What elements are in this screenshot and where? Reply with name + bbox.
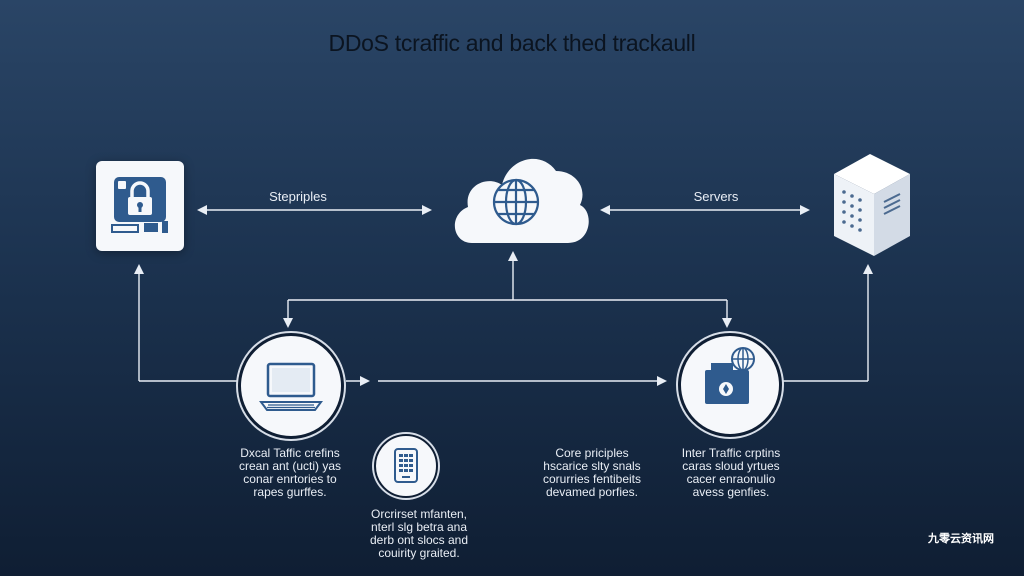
cloud-node bbox=[454, 158, 589, 243]
laptop-node bbox=[238, 333, 344, 439]
server-globe-node bbox=[678, 333, 782, 437]
diagram-title: DDoS tcraffic and back thed trackaull bbox=[328, 30, 696, 56]
label-left-arrow: Stepriples bbox=[269, 189, 327, 204]
mobile-node bbox=[374, 434, 438, 498]
cloud-globe-icon bbox=[492, 178, 540, 226]
text-local-traffic: Dxcal Taffic crefins crean ant (ucti) ya… bbox=[238, 446, 342, 499]
server-icon bbox=[842, 190, 862, 232]
text-inter-traffic: Inter Traffic crptins caras sloud yrtues… bbox=[681, 446, 781, 499]
lock-icon bbox=[111, 177, 168, 233]
label-right-arrow: Servers bbox=[693, 189, 739, 204]
text-core-principles: Core priciples hscarice slty snals corur… bbox=[542, 446, 642, 499]
mobile-device-icon bbox=[394, 448, 418, 483]
text-center-bottom: Orcrirset mfanten, nterl slg betra ana d… bbox=[369, 507, 469, 560]
watermark: 九零云资讯网 bbox=[928, 533, 994, 545]
lock-node bbox=[96, 161, 184, 251]
laptop-icon bbox=[259, 362, 323, 411]
server-globe-icon bbox=[705, 347, 755, 404]
server-node bbox=[834, 154, 910, 256]
